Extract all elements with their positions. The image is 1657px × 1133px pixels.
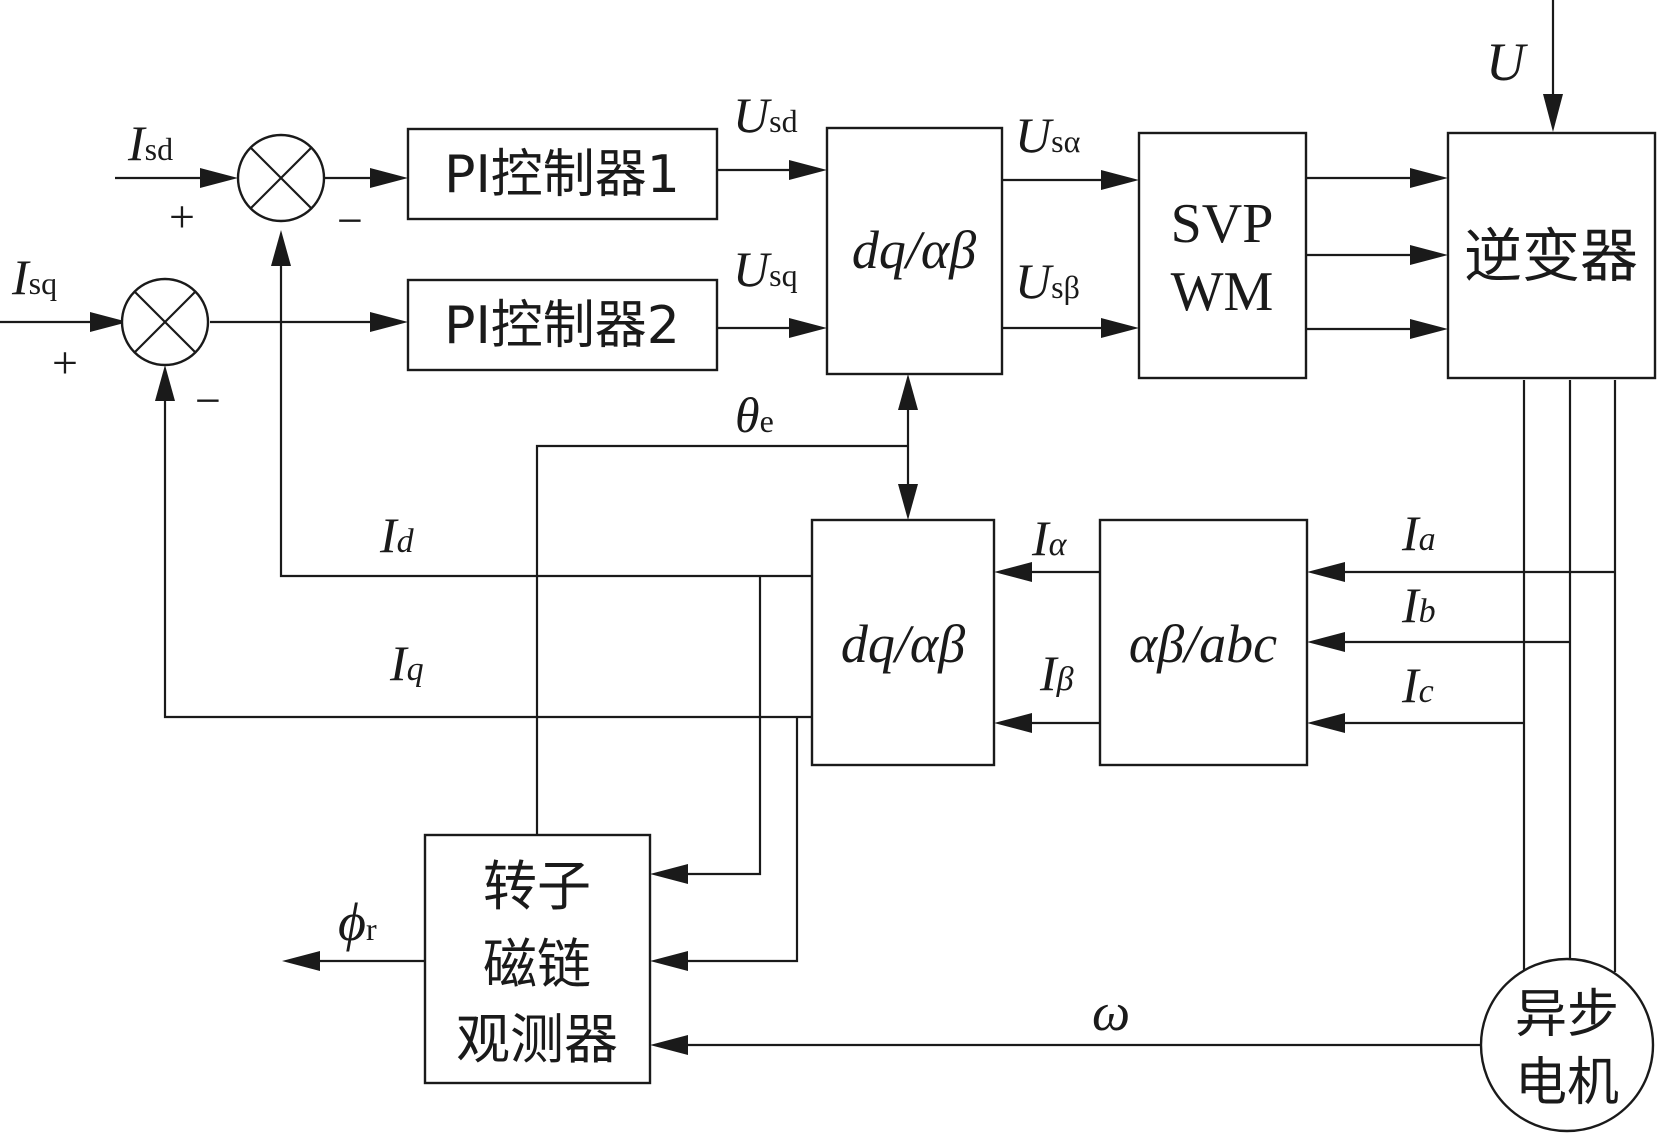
label-ib: Ib <box>1401 577 1436 633</box>
label-usd: Usd <box>733 87 798 143</box>
arrow-usbeta <box>1101 318 1139 338</box>
induction-motor: 异步 电机 <box>1479 957 1655 1133</box>
motor-label-line1: 异步 <box>1515 985 1619 1045</box>
svpwm-label-line1: SVP <box>1171 193 1274 255</box>
label-usq: Usq <box>733 241 798 297</box>
clarke-transform: αβ/abc <box>1098 518 1309 767</box>
arrow-ia <box>1307 562 1345 582</box>
arrow-usd <box>789 160 827 180</box>
arrow-ib <box>1307 632 1345 652</box>
rotor-flux-observer: 转子 磁链 观测器 <box>423 833 652 1085</box>
label-ia: Ia <box>1401 505 1436 561</box>
motor-label-line2: 电机 <box>1515 1053 1619 1113</box>
arrow-phi <box>282 951 320 971</box>
observer-label-line1: 转子 <box>483 855 591 918</box>
clarke-label: αβ/abc <box>1129 614 1277 674</box>
arrow-ialpha <box>994 562 1032 582</box>
label-ibeta: Iβ <box>1039 645 1074 701</box>
label-u: U <box>1486 32 1528 92</box>
arrow-iq-sum2 <box>155 365 175 401</box>
connections <box>0 0 1617 1047</box>
pi1-label: PI控制器1 <box>444 145 680 205</box>
observer-label-line3: 观测器 <box>456 1008 618 1071</box>
arrow-pi1-in <box>370 168 408 188</box>
arrow-omega <box>650 1035 688 1055</box>
line-iq-observer <box>680 717 799 963</box>
inverter-block: 逆变器 <box>1446 131 1657 380</box>
arrowheads <box>90 94 1563 1055</box>
label-usalpha: Usα <box>1015 107 1081 163</box>
pi-controller-1: PI控制器1 <box>406 127 719 221</box>
line-theta-from-observer <box>535 444 908 835</box>
arrow-id-sum1 <box>271 230 291 266</box>
observer-label-line2: 磁链 <box>483 933 591 996</box>
label-isd: Isd <box>127 115 173 171</box>
arrow-iq-observer <box>650 951 688 971</box>
arrow-isq <box>90 312 128 332</box>
label-iq: Iq <box>389 635 424 691</box>
label-theta-e: θe <box>735 387 774 443</box>
label-omega: ω <box>1092 982 1130 1042</box>
line-iq-feedback <box>163 385 812 719</box>
arrow-u <box>1543 94 1563 132</box>
arrow-pwm-2 <box>1410 245 1448 265</box>
pi2-label: PI控制器2 <box>444 296 680 356</box>
arrow-usalpha <box>1101 170 1139 190</box>
park-transform-top: dq/αβ <box>825 126 1004 376</box>
park-top-label: dq/αβ <box>852 220 976 280</box>
sum1-plus-sign: + <box>169 191 195 242</box>
arrow-isd <box>200 168 238 188</box>
arrow-pwm-1 <box>1410 168 1448 188</box>
park-transform-bottom: dq/αβ <box>810 518 996 767</box>
summing-junction-2 <box>120 277 210 367</box>
arrow-theta-up <box>898 374 918 410</box>
arrow-ic <box>1307 713 1345 733</box>
label-phi-r: ϕr <box>338 892 377 952</box>
pi-controller-2: PI控制器2 <box>406 278 719 372</box>
label-id: Id <box>379 507 415 563</box>
arrow-usq <box>789 318 827 338</box>
line-id-observer <box>680 576 762 876</box>
label-usbeta: Usβ <box>1015 253 1080 309</box>
park-bottom-label: dq/αβ <box>841 614 965 674</box>
arrow-pi2-in <box>370 312 408 332</box>
inverter-label: 逆变器 <box>1464 222 1638 290</box>
svpwm-block: SVP WM <box>1137 131 1308 380</box>
summing-junction-1 <box>236 133 326 223</box>
sum2-plus-sign: + <box>52 337 78 388</box>
arrow-theta-down <box>898 484 918 520</box>
line-id-feedback <box>279 250 812 578</box>
arrow-id-observer <box>650 864 688 884</box>
signal-labels: Isd Isq + − + − Usd Usq Usα Usβ U θe Id … <box>11 32 1528 1042</box>
sum1-minus-sign: − <box>337 195 363 246</box>
arrow-pwm-3 <box>1410 319 1448 339</box>
svpwm-label-line2: WM <box>1171 261 1274 323</box>
arrow-ibeta <box>994 713 1032 733</box>
label-isq: Isq <box>11 249 57 305</box>
label-ialpha: Iα <box>1031 510 1068 566</box>
label-ic: Ic <box>1401 657 1434 713</box>
sum2-minus-sign: − <box>195 375 221 426</box>
